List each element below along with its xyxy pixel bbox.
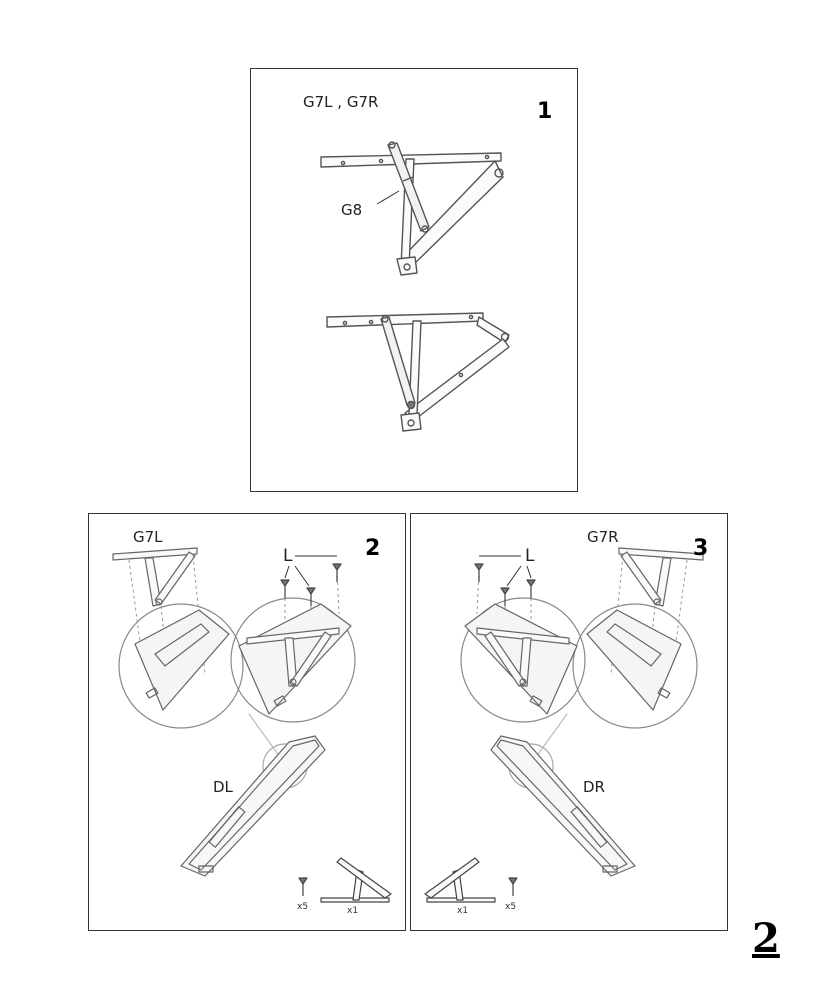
base-label-dr: DR <box>583 778 605 796</box>
part-label-g7l: G7L <box>133 528 163 546</box>
right-assembly-drawing <box>424 547 704 903</box>
screw-count: x5 <box>505 902 517 912</box>
base-label-dl: DL <box>213 778 233 796</box>
step-2-panel: G7L 2 L DL x5 x1 <box>88 513 406 931</box>
screw-count: x5 <box>297 902 309 912</box>
step-number-3: 3 <box>693 536 709 561</box>
screw-label-l: L <box>525 546 535 566</box>
screw-label-l: L <box>283 546 293 566</box>
left-assembly-drawing <box>112 547 392 903</box>
step-number-2: 2 <box>365 536 381 561</box>
step-3-panel: G7R 3 L DR x1 x5 <box>410 513 728 931</box>
lift-mechanism-drawing <box>320 141 510 432</box>
page-number: 2 <box>752 915 780 962</box>
arm-count: x1 <box>457 906 469 916</box>
parts-label-g7l-g7r: G7L , G7R <box>303 93 379 111</box>
strut-label-g8: G8 <box>341 201 363 219</box>
step-1-panel: G7L , G7R 1 G8 <box>250 68 578 492</box>
step-number-1: 1 <box>537 99 553 124</box>
arm-count: x1 <box>347 906 359 916</box>
part-label-g7r: G7R <box>587 528 619 546</box>
